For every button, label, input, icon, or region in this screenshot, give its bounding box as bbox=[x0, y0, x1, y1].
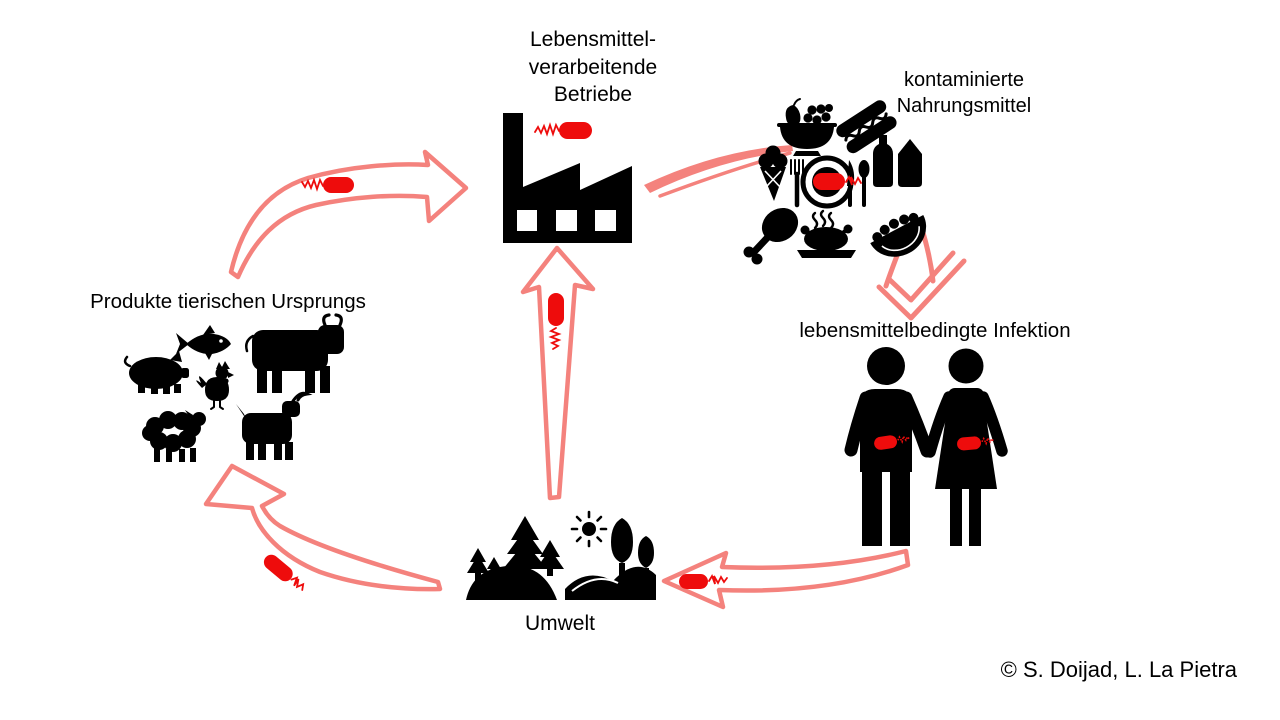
bacterium-icon bbox=[548, 293, 564, 350]
contaminated-food-label: kontaminierte Nahrungsmittel bbox=[896, 69, 1032, 118]
environment-label: Umwelt bbox=[524, 612, 595, 635]
man-icon bbox=[844, 347, 934, 546]
ice-cream-icon bbox=[758, 145, 788, 201]
arrow-environment-to-animals bbox=[203, 463, 443, 592]
bottle-carton-icon bbox=[873, 135, 922, 187]
arrow-infection-to-environment bbox=[661, 548, 911, 610]
bacterium-icon bbox=[874, 434, 911, 450]
arrow-animals-to-factory bbox=[228, 149, 469, 280]
taco-icon bbox=[870, 212, 927, 257]
rooster-icon bbox=[196, 361, 234, 410]
bacterium-icon bbox=[534, 122, 592, 139]
landscape-icon bbox=[466, 510, 656, 600]
fruit-bowl-icon bbox=[777, 98, 837, 156]
animal-products-label: Produkte tierischen Ursprungs bbox=[90, 290, 366, 313]
roast-turkey-icon bbox=[797, 209, 856, 258]
credit-text: © S. Doijad, L. La Pietra bbox=[1000, 657, 1237, 682]
bacterium-icon bbox=[263, 554, 305, 591]
bacterium-icon bbox=[957, 436, 995, 451]
factory-icon bbox=[503, 113, 632, 243]
sun-icon bbox=[570, 510, 608, 548]
farm-animals-icon bbox=[123, 313, 344, 462]
bacterium-icon bbox=[301, 177, 354, 193]
arrow-environment-to-factory bbox=[520, 245, 596, 501]
drumstick-icon bbox=[743, 207, 799, 265]
man-woman-icon bbox=[844, 347, 1008, 546]
factory-label: Lebensmittel- verarbeitende Betriebe bbox=[528, 28, 658, 107]
bacterium-icon bbox=[813, 173, 862, 190]
hills-trees-icon bbox=[565, 518, 656, 600]
bacterium-icon bbox=[679, 573, 728, 589]
sheep-icon bbox=[142, 410, 206, 462]
food-cluster-icon bbox=[743, 98, 927, 265]
goat-icon bbox=[236, 391, 313, 460]
fish-icon bbox=[176, 325, 231, 360]
cow-icon bbox=[245, 313, 344, 393]
pine-tree-icon bbox=[467, 516, 564, 585]
infection-label: lebensmittelbedingte Infektion bbox=[799, 319, 1071, 342]
hot-dog-icon bbox=[836, 100, 897, 154]
pig-icon bbox=[123, 351, 189, 394]
